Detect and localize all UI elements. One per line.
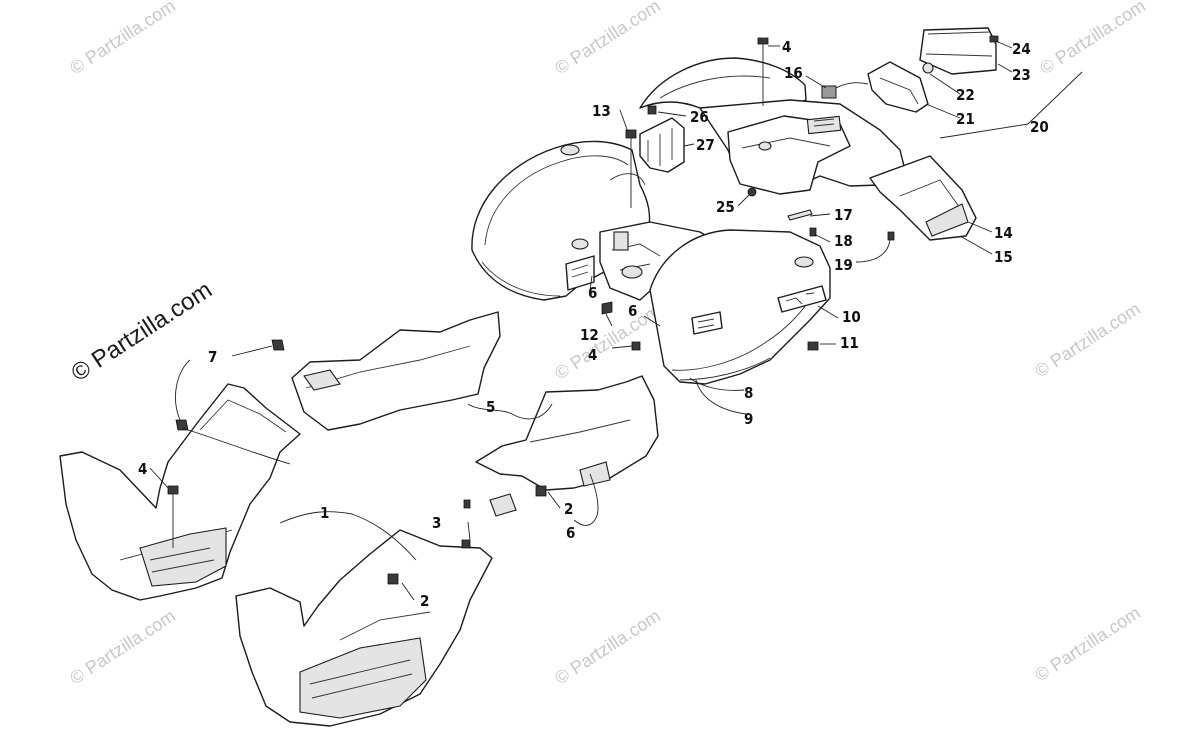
callout-22: 22: [956, 86, 975, 104]
tail-light-assembly: [821, 27, 999, 113]
watermark: © Partzilla.com: [1036, 0, 1149, 78]
callout-18: 18: [834, 232, 853, 250]
callout-19: 19: [834, 256, 853, 274]
callout-25: 25: [716, 198, 735, 216]
right-footwell: [235, 529, 493, 727]
right-footwell-liner: [475, 375, 659, 517]
callout-4: 4: [588, 346, 597, 364]
callout-2: 2: [564, 500, 573, 518]
leader-lines: [149, 41, 1083, 601]
callout-6: 6: [628, 302, 637, 320]
bracket: [639, 117, 685, 173]
left-footwell: [59, 383, 301, 601]
rear-fender-side: [649, 229, 831, 385]
callout-20: 20: [1030, 118, 1049, 136]
watermark: © Partzilla.com: [66, 0, 179, 78]
callout-24: 24: [1012, 40, 1031, 58]
watermark: © Partzilla.com: [551, 606, 664, 689]
callout-6: 6: [566, 524, 575, 542]
callout-23: 23: [1012, 66, 1031, 84]
callout-3: 3: [432, 514, 441, 532]
callout-15: 15: [994, 248, 1013, 266]
callout-17: 17: [834, 206, 853, 224]
callout-21: 21: [956, 110, 975, 128]
watermark: © Partzilla.com: [1031, 299, 1144, 382]
callout-13: 13: [592, 102, 611, 120]
callout-1: 1: [320, 504, 329, 522]
left-footwell-liner: [291, 311, 501, 431]
callout-8: 8: [744, 384, 753, 402]
callout-11: 11: [840, 334, 859, 352]
watermark: © Partzilla.com: [66, 606, 179, 689]
callout-labels: 1 2 2 3 4 4 4 5 6 6 6 7 8 9 10 11 12 13 …: [138, 38, 1049, 610]
callout-14: 14: [994, 224, 1013, 242]
callout-16: 16: [784, 64, 803, 82]
callout-4: 4: [782, 38, 791, 56]
callout-9: 9: [744, 410, 753, 428]
callout-4: 4: [138, 460, 147, 478]
watermark-main: © Partzilla.com: [67, 276, 217, 387]
callout-6: 6: [588, 284, 597, 302]
callout-7: 7: [208, 348, 217, 366]
callout-26: 26: [690, 108, 709, 126]
callout-27: 27: [696, 136, 715, 154]
callout-5: 5: [486, 398, 495, 416]
watermark: © Partzilla.com: [1031, 603, 1144, 686]
rear-fender: [639, 57, 977, 241]
callout-2: 2: [420, 592, 429, 610]
callout-10: 10: [842, 308, 861, 326]
watermark: © Partzilla.com: [551, 0, 664, 78]
callout-12: 12: [580, 326, 599, 344]
